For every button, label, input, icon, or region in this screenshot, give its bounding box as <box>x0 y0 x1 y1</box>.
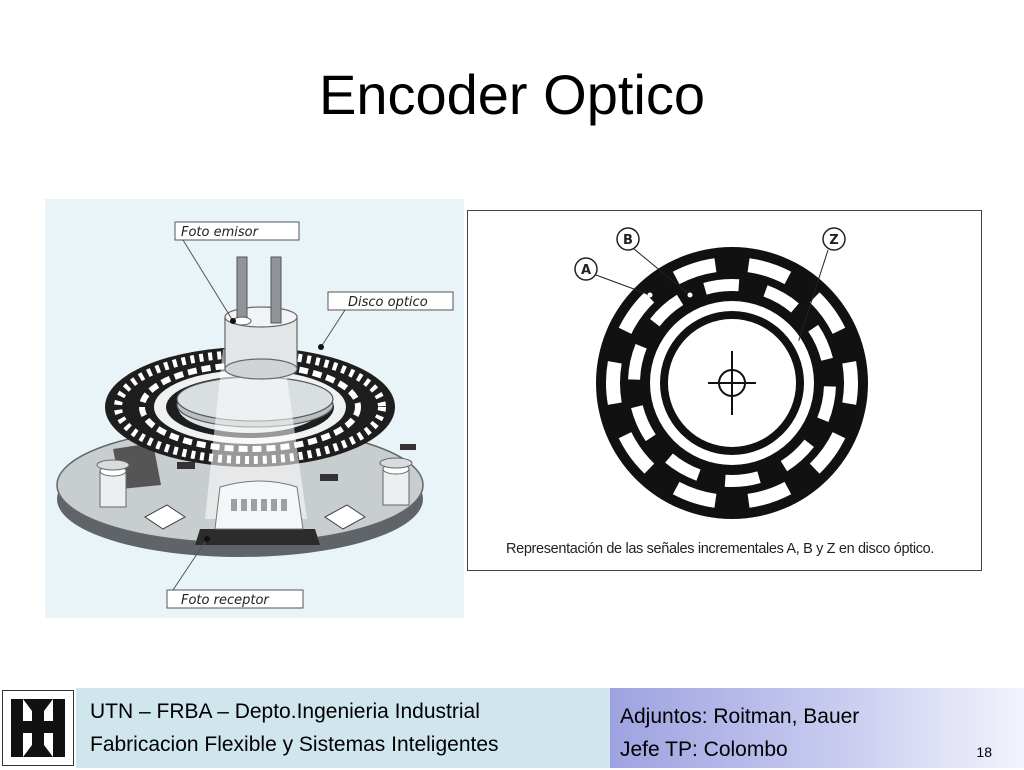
utn-logo-icon <box>8 696 68 760</box>
outer-track-slot <box>672 481 717 508</box>
optical-disk-drawing: B A Z <box>574 227 868 519</box>
footer-institution: UTN – FRBA – Depto.Ingenieria Industrial <box>90 700 480 723</box>
middle-track-slot <box>808 324 833 361</box>
optical-disk-diagram: B A Z Representación de las señales incr… <box>467 210 982 571</box>
outer-track-slot <box>809 432 846 474</box>
label-disco-optico: Disco optico <box>348 295 428 310</box>
label-foto-emisor: Foto emisor <box>181 225 260 240</box>
footer-staff-panel: Adjuntos: Roitman, Bauer Jefe TP: Colomb… <box>610 688 1024 768</box>
middle-track-slot <box>724 471 761 487</box>
middle-track-slot <box>665 453 701 481</box>
outer-track-slot <box>842 361 858 405</box>
encoder-3d-illustration: Foto emisor Disco optico Foto receptor <box>45 199 464 618</box>
footer-institution-panel: UTN – FRBA – Depto.Ingenieria Industrial… <box>76 688 610 768</box>
page-number: 18 <box>976 744 992 760</box>
outer-track-slot <box>618 432 655 474</box>
label-a: A <box>581 263 591 278</box>
outer-track-slot <box>809 292 846 334</box>
outer-track-slot <box>747 481 792 508</box>
footer-jefe-tp: Jefe TP: Colombo <box>620 738 788 761</box>
footer-course: Fabricacion Flexible y Sistemas Intelige… <box>90 733 499 756</box>
label-foto-receptor: Foto receptor <box>181 593 270 608</box>
label-z: Z <box>829 233 838 248</box>
middle-track-slot <box>628 344 647 380</box>
middle-track-slot <box>780 439 814 472</box>
footer-adjuntos: Adjuntos: Roitman, Bauer <box>620 705 860 728</box>
outer-track-slot <box>672 258 717 285</box>
utn-logo <box>2 690 74 766</box>
middle-track-slot <box>631 405 656 442</box>
label-b: B <box>623 233 633 248</box>
outer-track-slot <box>606 361 622 405</box>
outer-track-slot <box>618 292 655 334</box>
outer-track-slot <box>747 258 792 285</box>
middle-track-slot <box>817 386 836 422</box>
middle-track-slot <box>703 279 740 295</box>
middle-track-slot <box>650 294 684 327</box>
slide-footer: UTN – FRBA – Depto.Ingenieria Industrial… <box>0 688 1024 768</box>
disk-diagram-caption: Representación de las señales incrementa… <box>506 541 935 557</box>
slide-title: Encoder Optico <box>319 63 705 126</box>
middle-track-slot <box>763 285 799 313</box>
encoder-3d-drawing: Foto emisor Disco optico Foto receptor <box>56 221 454 609</box>
